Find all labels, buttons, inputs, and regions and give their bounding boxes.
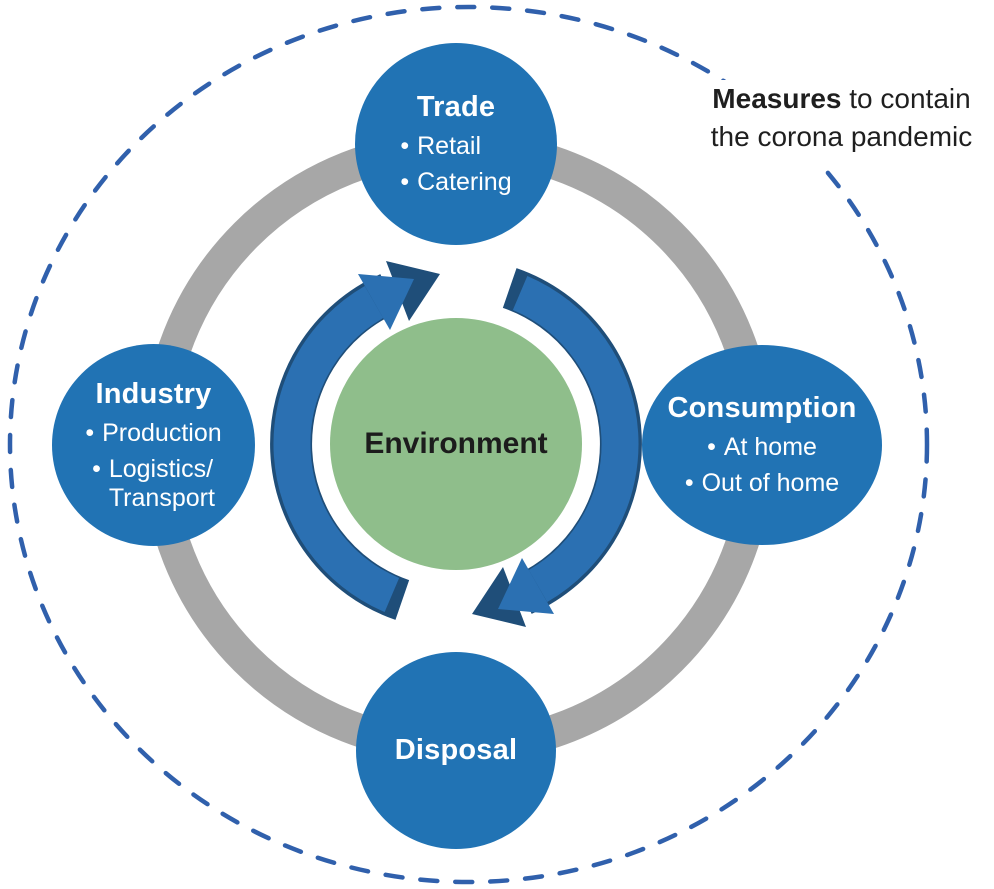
consumption-title: Consumption bbox=[667, 392, 857, 424]
cycle-arrowhead-top-shadow-icon bbox=[386, 261, 440, 321]
list-item: • Catering bbox=[400, 168, 512, 196]
industry-items: • Production • Logistics/ Transport bbox=[85, 419, 221, 513]
dashed-outer-circle-icon bbox=[7, 4, 930, 885]
cycle-arrowhead-bottom-shadow-icon bbox=[472, 567, 526, 627]
bullet-icon: • bbox=[684, 469, 694, 497]
node-trade: Trade • Retail • Catering bbox=[355, 43, 557, 245]
cycle-arrowhead-bottom-icon bbox=[498, 558, 554, 614]
measures-note-line1: Measures to contain bbox=[693, 80, 990, 118]
bullet-icon: • bbox=[92, 454, 101, 483]
measures-note-rest: to contain bbox=[841, 83, 971, 114]
cycle-arrow-right-icon bbox=[512, 275, 639, 603]
consumption-items: • At home • Out of home bbox=[685, 433, 839, 498]
list-item: • At home bbox=[707, 433, 817, 461]
environment-label: Environment bbox=[364, 427, 548, 460]
cycle-arrow-left-icon bbox=[273, 285, 400, 613]
disposal-title: Disposal bbox=[394, 734, 518, 766]
measures-note-line2: the corona pandemic bbox=[710, 121, 973, 152]
list-item: • Retail bbox=[400, 132, 482, 160]
bullet-icon: • bbox=[707, 433, 716, 461]
industry-title: Industry bbox=[95, 377, 212, 410]
node-disposal: Disposal bbox=[356, 652, 556, 849]
list-item: • Production bbox=[85, 418, 222, 447]
measures-note-bold: Measures bbox=[712, 83, 842, 114]
measures-note: Measures to contain the corona pandemic bbox=[693, 80, 990, 162]
bullet-icon: • bbox=[85, 418, 95, 447]
cycle-arrowhead-top-icon bbox=[358, 274, 414, 330]
node-industry: Industry • Production • Logistics/ Trans… bbox=[52, 344, 255, 546]
list-item: • Logistics/ Transport bbox=[92, 454, 215, 512]
bullet-icon: • bbox=[400, 132, 410, 160]
trade-title: Trade bbox=[416, 91, 496, 123]
environment-circle: Environment bbox=[330, 318, 582, 570]
bullet-icon: • bbox=[400, 168, 410, 196]
list-item: • Out of home bbox=[684, 469, 840, 497]
node-consumption: Consumption • At home • Out of home bbox=[642, 345, 882, 545]
trade-items: • Retail • Catering bbox=[400, 132, 511, 197]
